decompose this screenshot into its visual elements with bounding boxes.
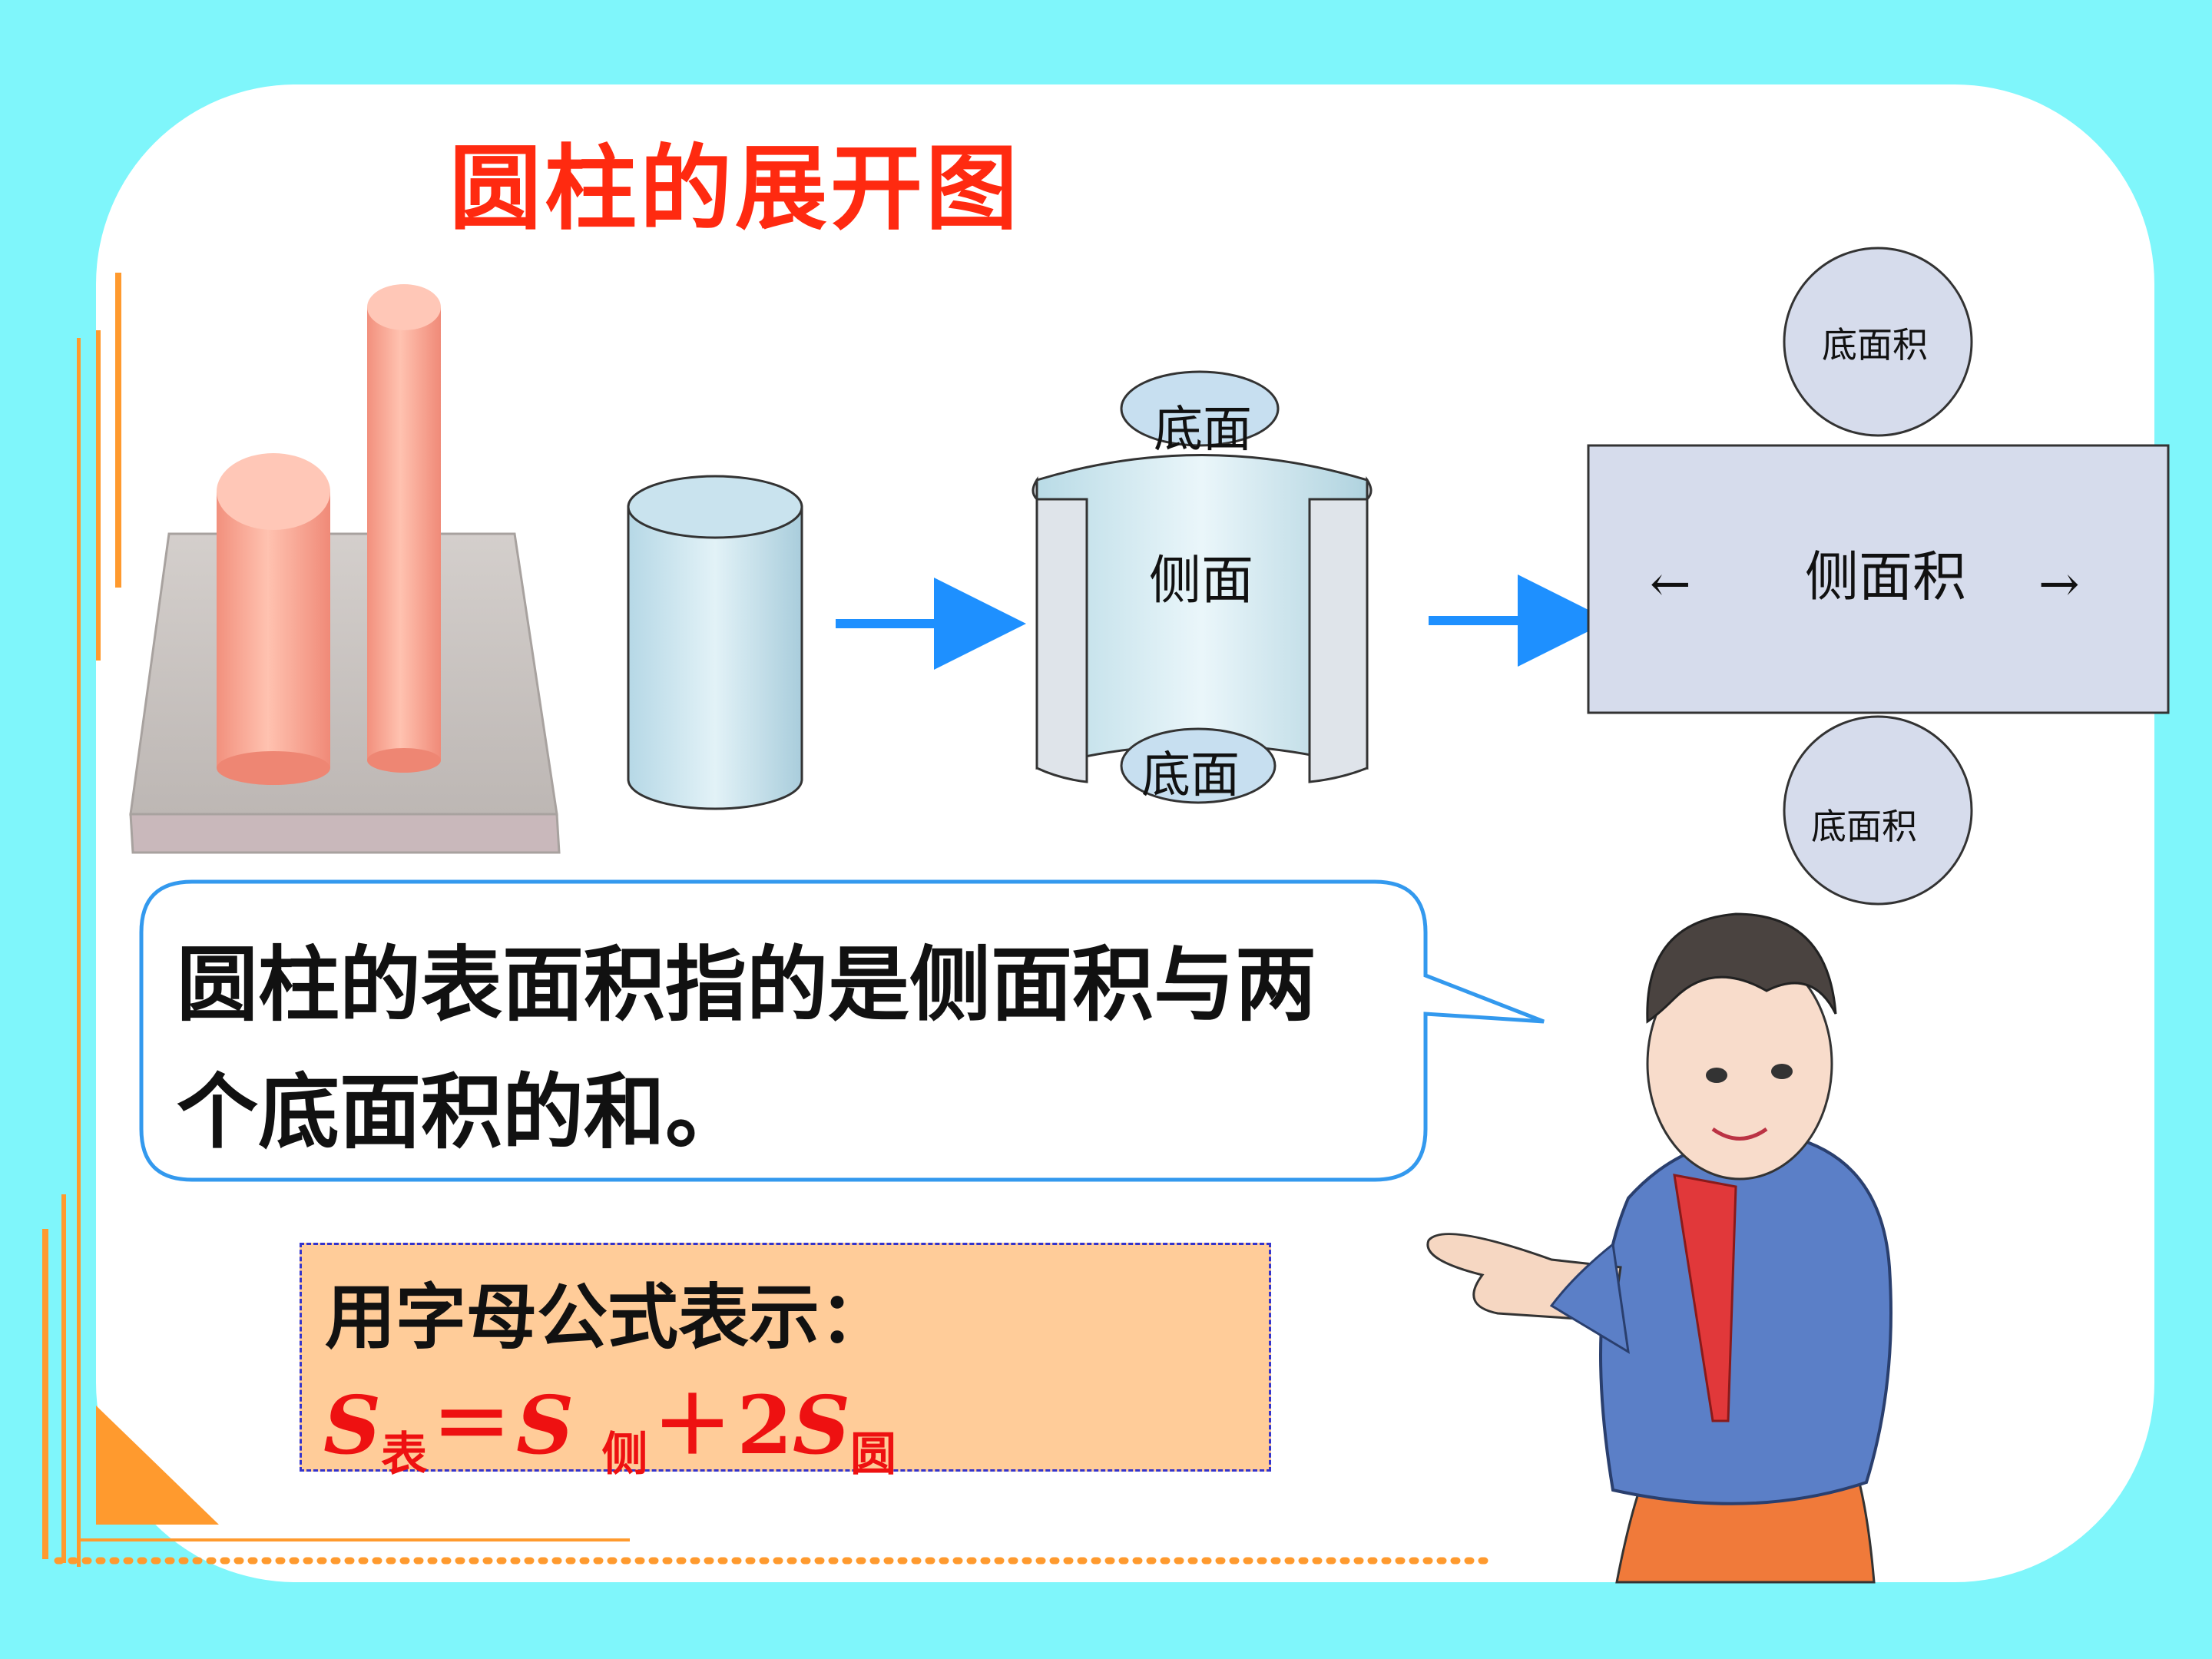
red-scarf bbox=[1673, 1174, 1737, 1422]
lateral-rect bbox=[1587, 444, 2170, 714]
surface-area-formula: S表＝S 侧＋2S圆 bbox=[323, 1360, 896, 1484]
side-label: 侧面 bbox=[1149, 551, 1254, 611]
bottom-circle bbox=[1783, 715, 1973, 906]
bottom-base-ellipse bbox=[1120, 727, 1277, 804]
right-arrow: → bbox=[2038, 556, 2080, 613]
formula-equals: ＝ bbox=[432, 1378, 512, 1472]
top-circle bbox=[1783, 247, 1973, 437]
formula-box: 用字母公式表示： S表＝S 侧＋2S圆 bbox=[300, 1243, 1271, 1482]
formula-s-side: S bbox=[516, 1378, 575, 1472]
formula-sub-side: 侧 bbox=[601, 1428, 648, 1482]
cylinder-net bbox=[1587, 247, 2170, 906]
top-circle-label: 底面积 bbox=[1822, 324, 1928, 366]
short-pink-cylinder bbox=[217, 453, 330, 785]
blue-cylinder bbox=[627, 475, 803, 810]
top-base-label: 底面 bbox=[1154, 402, 1252, 459]
bottom-base-label: 底面 bbox=[1141, 747, 1240, 804]
formula-plus: ＋ bbox=[652, 1378, 733, 1472]
bottom-circle-label: 底面积 bbox=[1811, 806, 1917, 847]
speech-text: 圆柱的表面积指的是侧面积与两 个底面积的和。 bbox=[177, 922, 1421, 1177]
speech-line-1: 圆柱的表面积指的是侧面积与两 bbox=[177, 938, 1316, 1032]
page-title: 圆柱的展开图 bbox=[449, 136, 1021, 243]
top-base-ellipse bbox=[1120, 370, 1280, 447]
formula-coefficient: 2 bbox=[737, 1378, 793, 1472]
lateral-area-label: 侧面积 bbox=[1805, 545, 1966, 608]
formula-s-total: S bbox=[323, 1378, 382, 1472]
left-arrow: ← bbox=[1650, 556, 1691, 613]
tall-pink-cylinder bbox=[367, 284, 441, 773]
decorative-stripes bbox=[42, 273, 1494, 1567]
speech-line-2: 个底面积的和。 bbox=[177, 1065, 747, 1160]
photo-cylinders bbox=[129, 284, 561, 854]
speech-bubble bbox=[139, 879, 1545, 1182]
boy-hair bbox=[1646, 912, 1837, 1024]
unrolling-cylinder bbox=[1031, 370, 1373, 804]
formula-heading: 用字母公式表示： bbox=[325, 1277, 891, 1359]
cartoon-boy bbox=[1426, 912, 1892, 1584]
corner-triangle bbox=[96, 1406, 219, 1525]
formula-sub-circle: 圆 bbox=[849, 1428, 896, 1482]
formula-s-circle: S bbox=[792, 1378, 850, 1472]
formula-sub-total: 表 bbox=[381, 1428, 428, 1482]
